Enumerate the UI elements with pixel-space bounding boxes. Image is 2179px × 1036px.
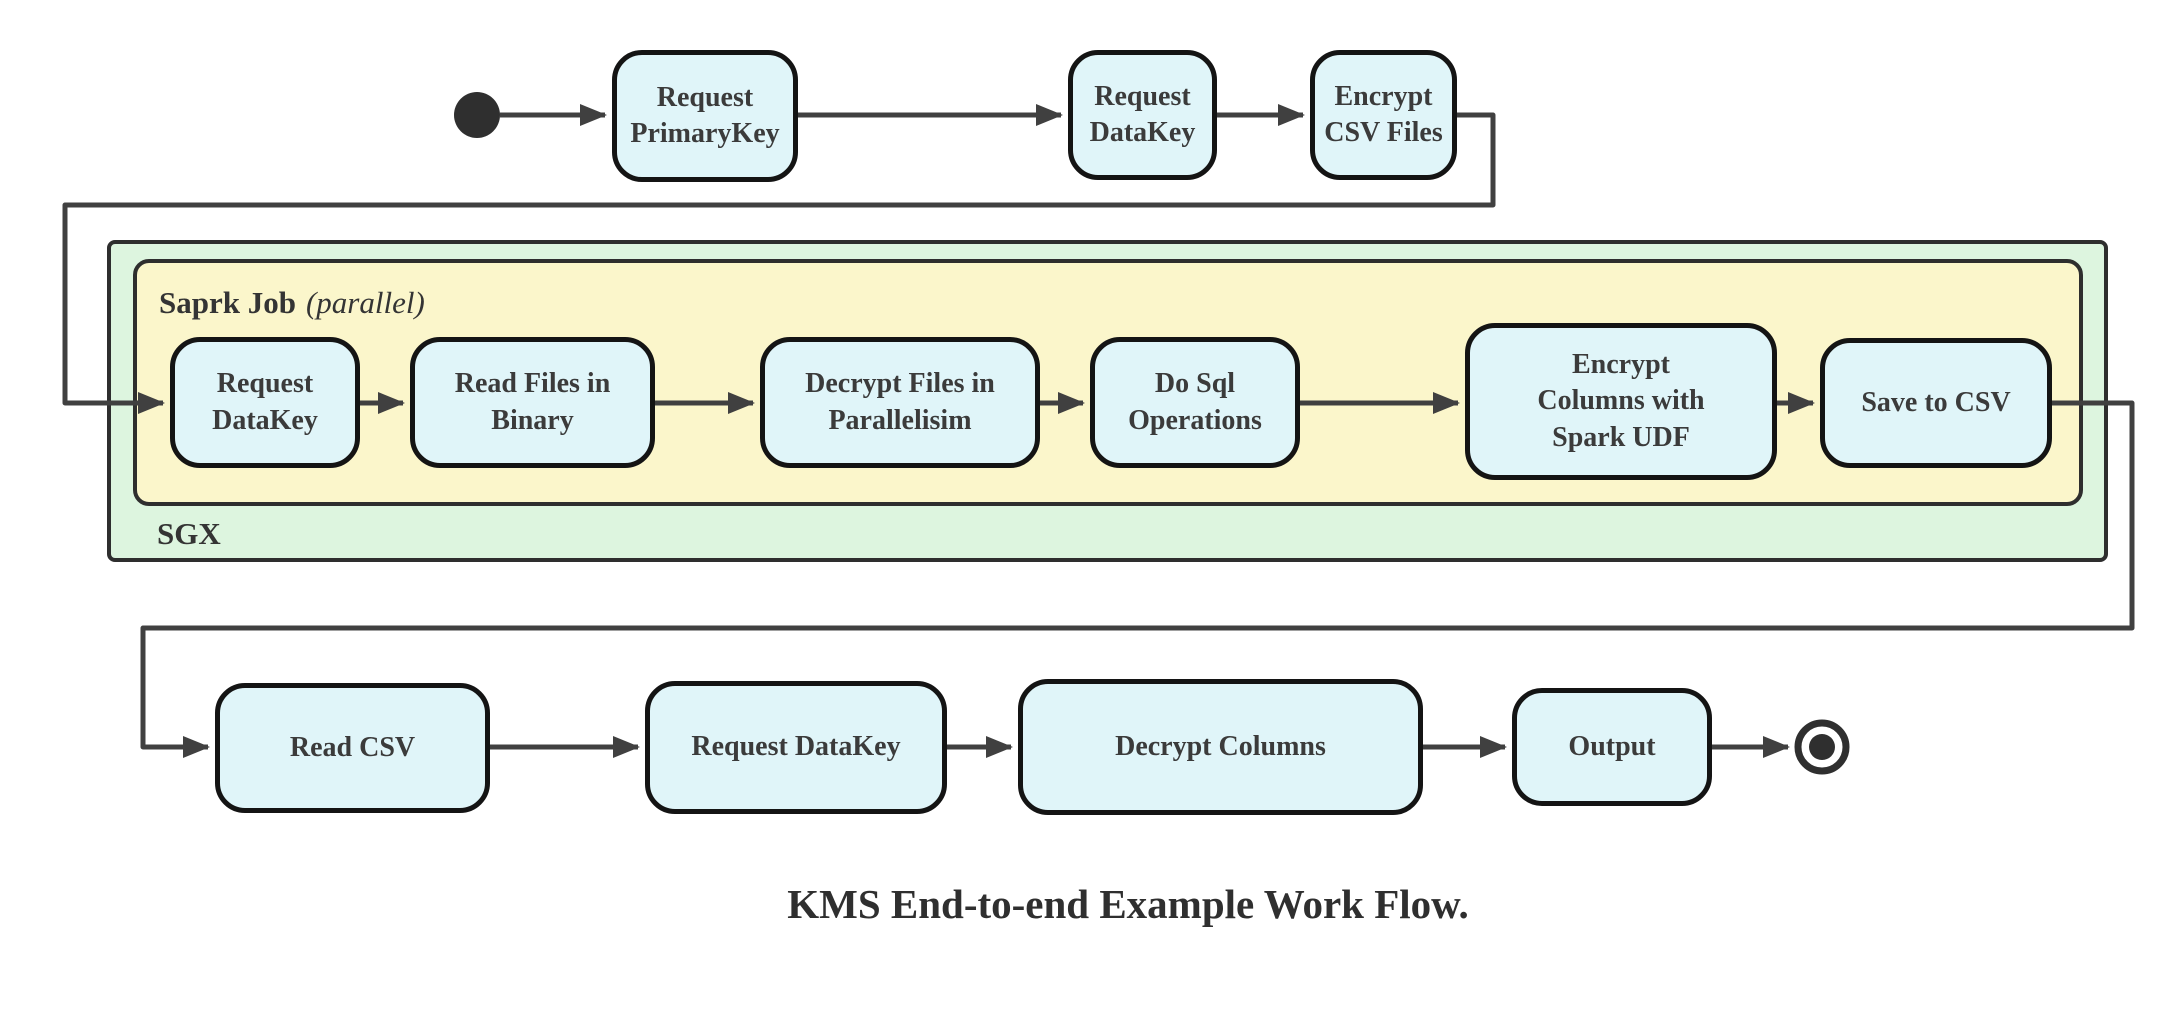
node-label: Request DataKey (691, 731, 901, 763)
node-label: Decrypt Files in Parallelisim (805, 368, 995, 436)
node-label: Read Files in Binary (454, 368, 611, 436)
spark-job-qualifier: (parallel) (305, 285, 425, 320)
node-label: Output (1568, 730, 1656, 762)
node-encrypt-columns-with-spark-udf: Encrypt Columns with Spark UDF (1465, 323, 1777, 480)
start-state-icon (454, 92, 500, 138)
node-request-datakey-client: Request DataKey (645, 681, 947, 814)
node-label: Request PrimaryKey (630, 81, 780, 149)
node-read-csv: Read CSV (215, 683, 490, 813)
node-label: Encrypt Columns with Spark UDF (1537, 348, 1705, 453)
node-encrypt-csv-files: Encrypt CSV Files (1310, 50, 1457, 180)
node-request-datakey-top: Request DataKey (1068, 50, 1217, 180)
node-save-to-csv: Save to CSV (1820, 338, 2052, 468)
node-label: Request DataKey (1089, 80, 1196, 148)
end-state-icon (1794, 719, 1850, 775)
node-label: Request DataKey (212, 368, 318, 436)
diagram-caption: KMS End-to-end Example Work Flow. (787, 881, 1469, 927)
sgx-label: SGX (157, 516, 221, 551)
node-output: Output (1512, 688, 1712, 806)
node-label: Encrypt CSV Files (1324, 80, 1443, 148)
node-read-files-in-binary: Read Files in Binary (410, 337, 655, 468)
node-decrypt-columns: Decrypt Columns (1018, 679, 1423, 815)
node-label: Do Sql Operations (1128, 368, 1262, 436)
node-label: Read CSV (289, 731, 416, 763)
node-request-primarykey: Request PrimaryKey (612, 50, 798, 182)
node-do-sql-operations: Do Sql Operations (1090, 337, 1300, 468)
node-label: Decrypt Columns (1115, 730, 1326, 762)
spark-job-label: Saprk Job (parallel) (159, 285, 425, 321)
node-request-datakey-sgx: Request DataKey (170, 337, 360, 468)
node-label: Save to CSV (1861, 386, 2011, 418)
spark-job-title: Saprk Job (159, 285, 296, 320)
node-decrypt-files-in-parallelisim: Decrypt Files in Parallelisim (760, 337, 1040, 468)
